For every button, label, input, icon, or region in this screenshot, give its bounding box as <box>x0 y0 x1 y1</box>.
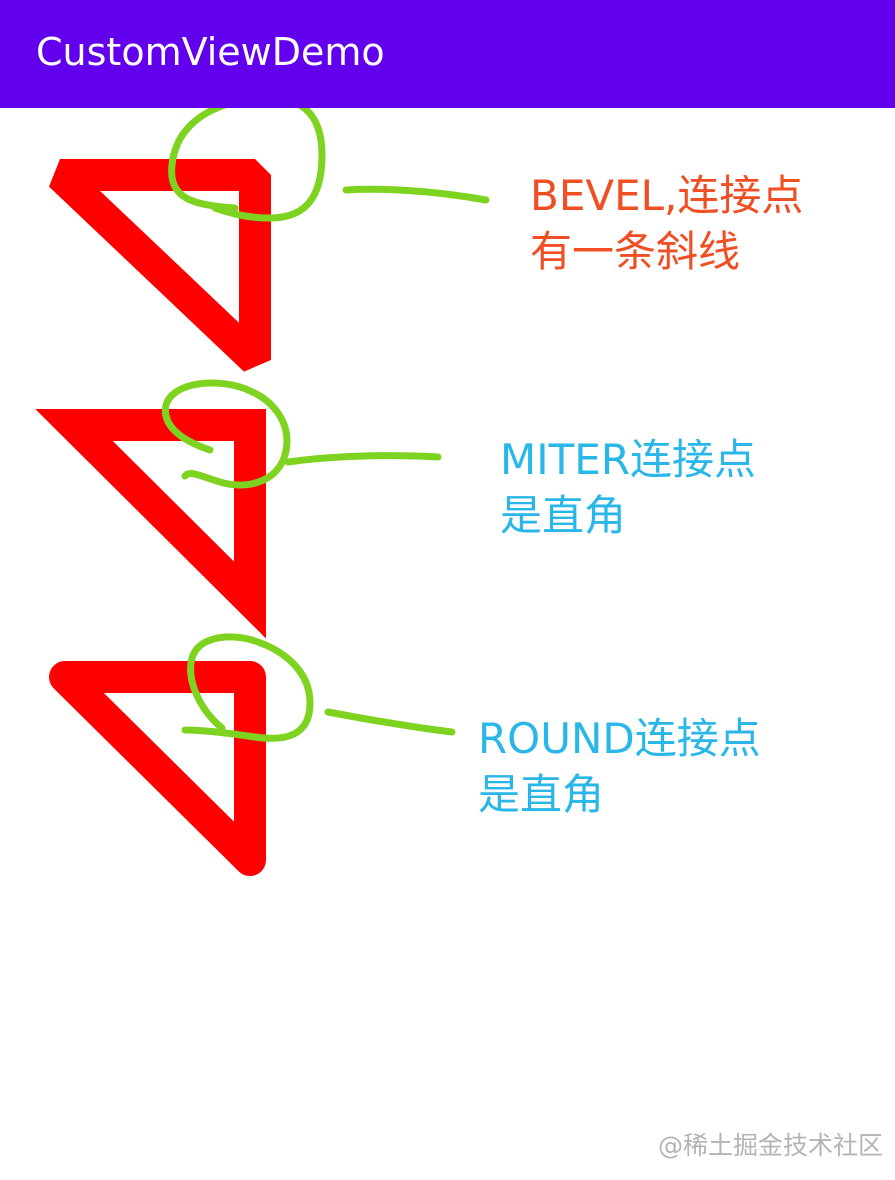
round-annotation-line1: ROUND连接点 <box>478 714 761 763</box>
miter-annotation-line2: 是直角 <box>500 491 627 540</box>
miter-triangle <box>35 409 266 639</box>
bevel-triangle <box>48 159 271 372</box>
custom-view-canvas <box>0 108 895 1180</box>
miter-annotation-line1: MITER连接点 <box>500 435 756 484</box>
watermark: @稀土掘金技术社区 <box>657 1131 883 1160</box>
drawing-surface <box>35 108 490 876</box>
round-triangle <box>49 661 266 876</box>
bevel-annotation-line2: 有一条斜线 <box>530 227 741 276</box>
round-pointer-line <box>324 708 456 736</box>
app-title: CustomViewDemo <box>36 30 385 74</box>
app-bar: CustomViewDemo <box>0 0 895 108</box>
bevel-annotation-line1: BEVEL,连接点 <box>530 171 804 220</box>
miter-circle-marker <box>161 379 291 489</box>
round-annotation-line2: 是直角 <box>478 770 605 819</box>
bevel-circle-marker <box>168 108 326 222</box>
round-circle-marker <box>181 633 314 742</box>
miter-pointer-line <box>284 452 442 466</box>
bevel-pointer-line <box>342 185 490 204</box>
